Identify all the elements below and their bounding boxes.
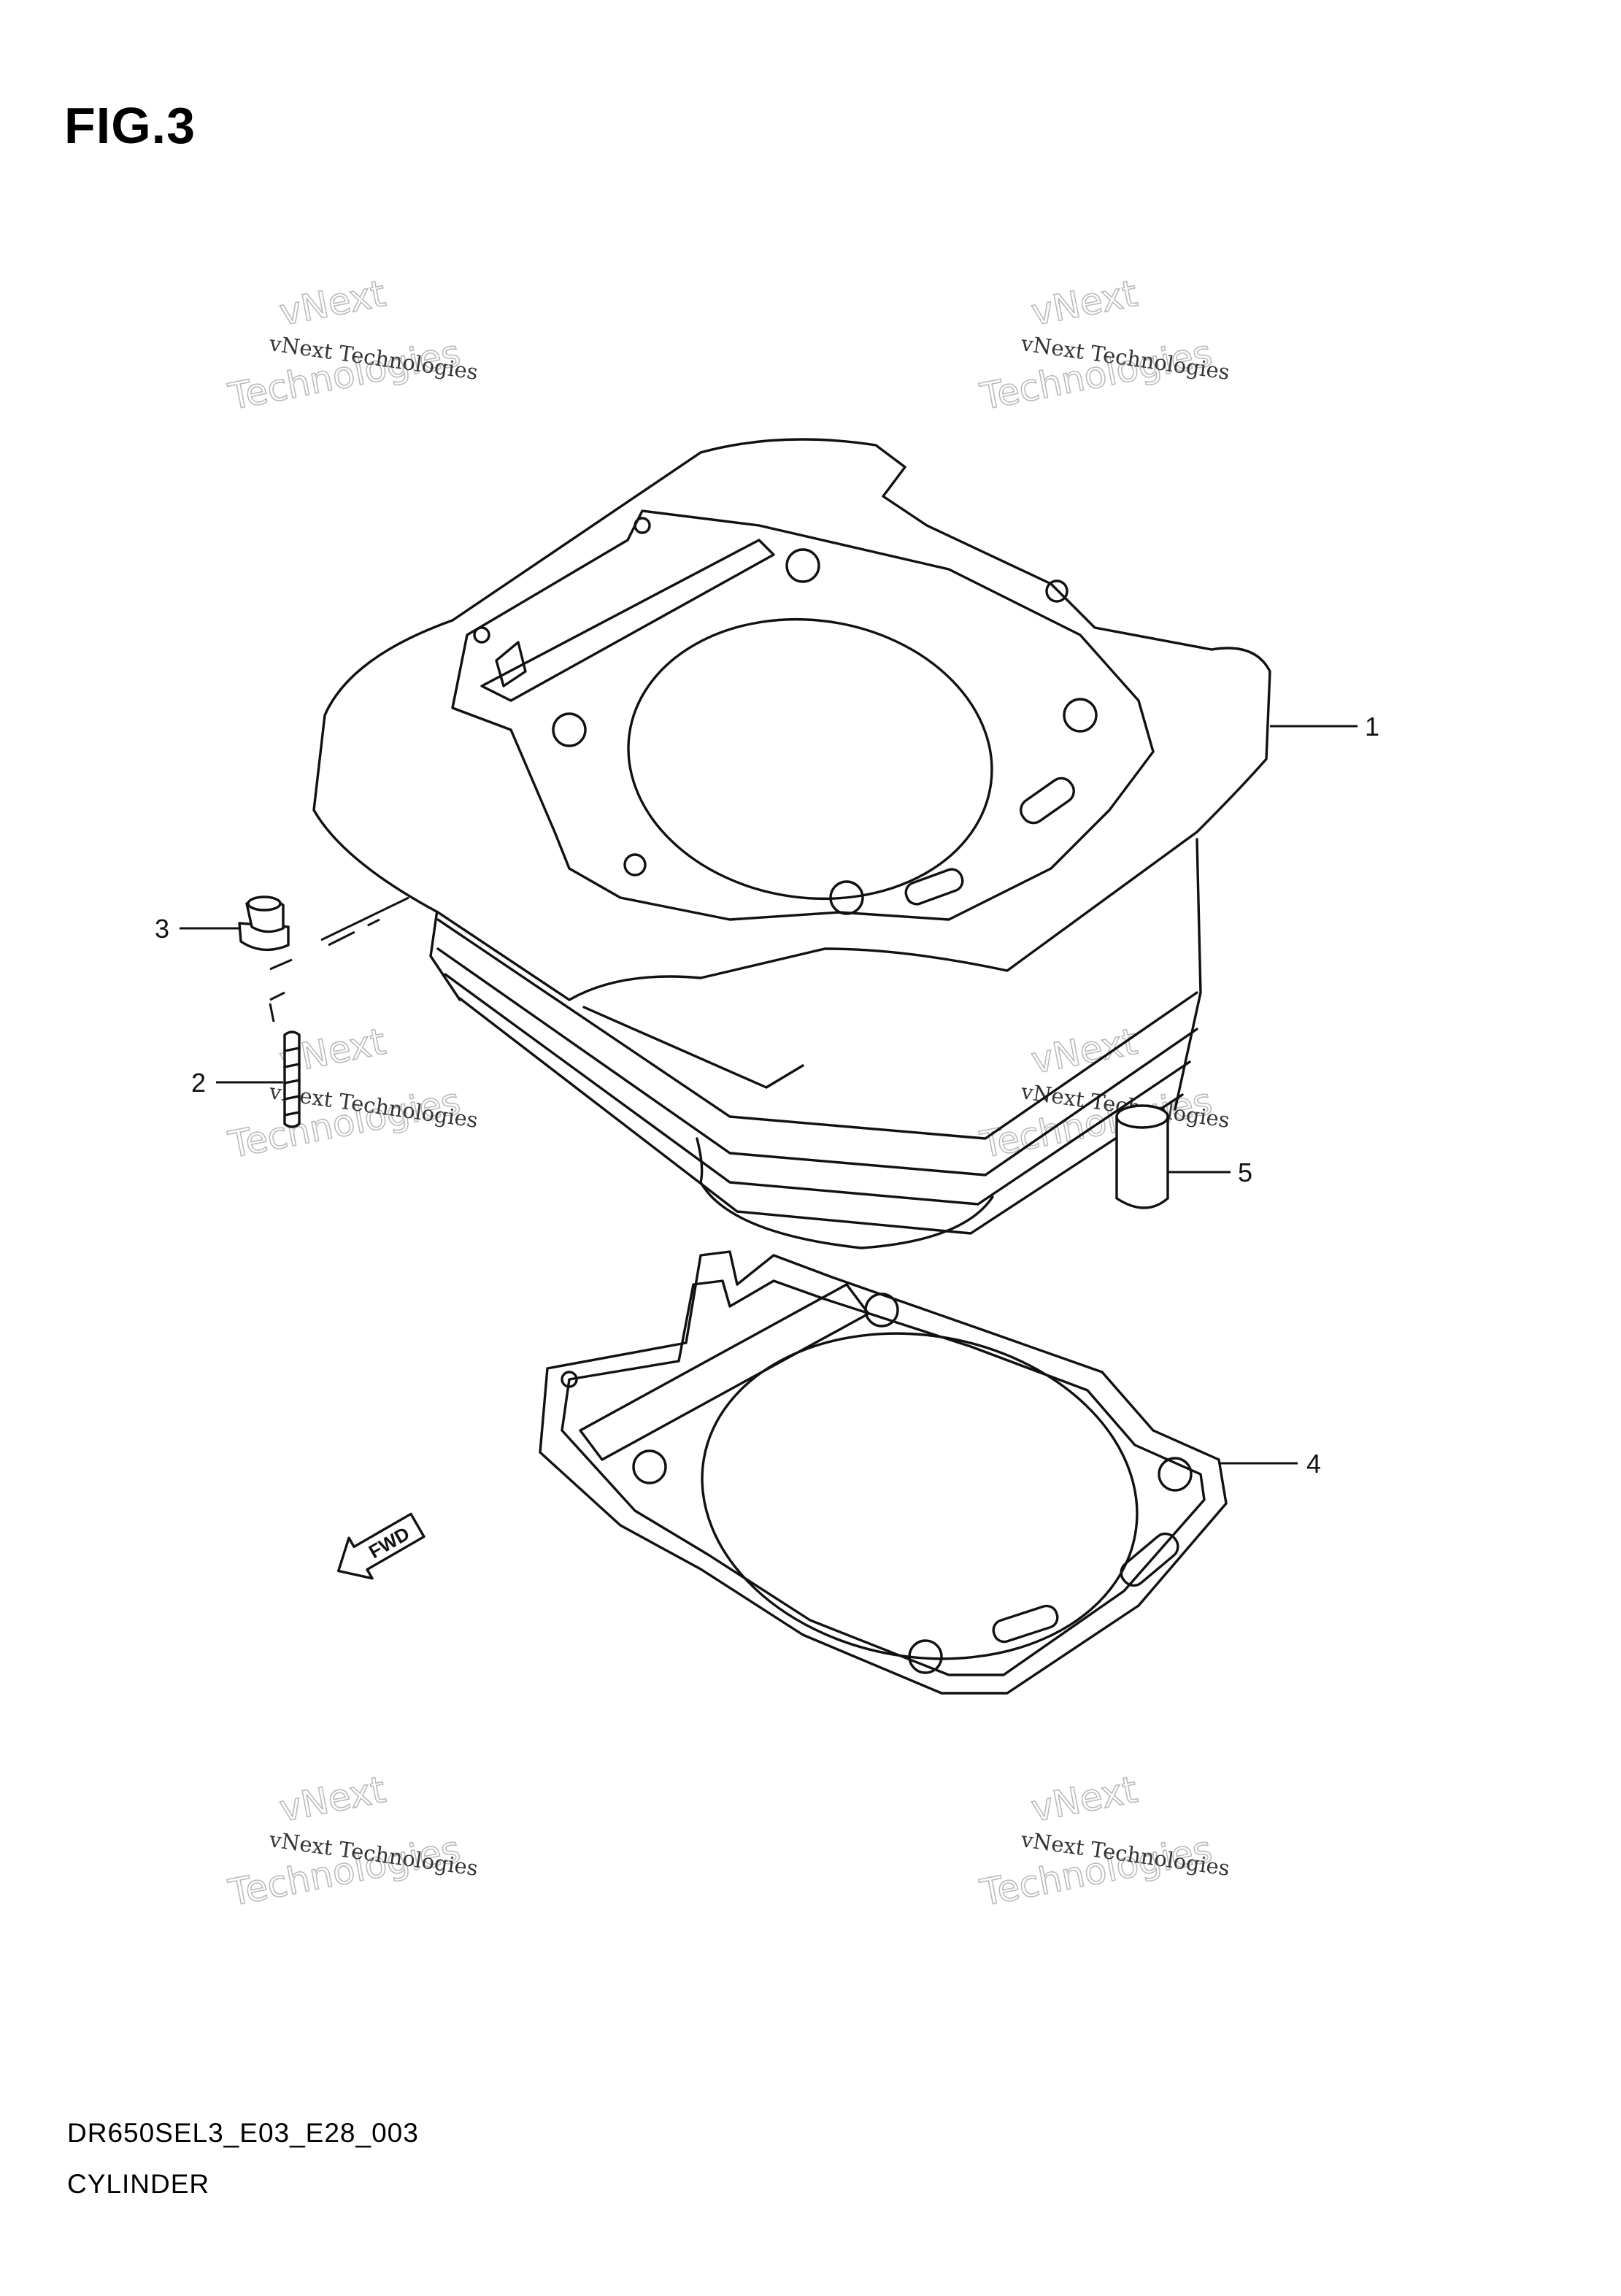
watermark-large-line1: vNext <box>1028 1768 1140 1830</box>
callout-3: 3 <box>155 914 241 944</box>
cylinder-bolt-hole <box>552 712 587 747</box>
cylinder-bore <box>627 617 993 901</box>
gasket-bolt-hole <box>632 1449 667 1484</box>
stud-body <box>283 1030 301 1128</box>
cylinder-gasket-face <box>451 509 1155 921</box>
watermark-large-line1: vNext <box>276 1768 388 1830</box>
watermark-top-left: vNext Technologies <box>224 271 464 419</box>
cylinder-base-gasket-part <box>539 1250 1228 1695</box>
stud-threads <box>283 1047 301 1117</box>
cylinder-left-edge <box>429 904 461 1001</box>
watermark-mid-right: vNext Technologies <box>976 1020 1216 1167</box>
watermark-large-line1: vNext <box>1028 1020 1140 1082</box>
gasket-oil-passage <box>1120 1532 1179 1587</box>
gasket-bolt-hole <box>864 1293 899 1328</box>
cylinder-slot-end <box>495 641 527 687</box>
assembly-dashed-line <box>269 918 380 1001</box>
drawing-caption: CYLINDER <box>67 2169 210 2199</box>
callout-number: 5 <box>1238 1157 1252 1187</box>
cylinder-barrel-side <box>696 1137 704 1184</box>
dowel-pin-top <box>1115 1104 1169 1129</box>
assembly-line <box>269 896 409 1022</box>
cylinder-oil-passage <box>1020 777 1075 825</box>
stud-part <box>283 1030 301 1128</box>
callout-2: 2 <box>191 1068 283 1098</box>
callout-5: 5 <box>1168 1157 1252 1187</box>
cylinder-bolt-hole <box>1063 698 1098 733</box>
gasket-outline <box>539 1250 1228 1695</box>
fwd-direction-arrow: FWD <box>337 1512 426 1580</box>
cylinder-bolt-hole <box>829 880 864 915</box>
watermark-large-line1: vNext <box>1028 272 1140 334</box>
cooling-fin <box>436 918 1198 1140</box>
cylinder-small-hole <box>1045 579 1069 603</box>
callout-number: 3 <box>155 914 169 944</box>
watermark-mid-left: vNext Technologies <box>224 1020 464 1167</box>
fwd-arrow-shape <box>337 1512 426 1580</box>
cylinder-bolt-hole <box>785 548 820 583</box>
cooling-fin <box>436 947 1198 1176</box>
watermark-top-right: vNext Technologies <box>976 271 1216 419</box>
cylinder-small-hole <box>634 517 651 534</box>
gasket-bolt-hole <box>908 1639 943 1674</box>
gasket-bolt-hole <box>1158 1457 1193 1492</box>
cylinder-right-edge <box>1174 838 1202 1111</box>
cooling-fin <box>444 973 1191 1206</box>
cylinder-small-hole <box>623 853 647 877</box>
figure-title: FIG.3 <box>64 97 196 154</box>
watermark-large-line1: vNext <box>276 272 388 334</box>
dowel-pin-part <box>1115 1104 1169 1209</box>
cylinder-barrel-bottom <box>699 1181 994 1249</box>
watermark-bottom-right: vNext Technologies <box>976 1768 1216 1915</box>
drawing-code: DR650SEL3_E03_E28_003 <box>67 2118 419 2148</box>
gasket-small-hole <box>561 1371 578 1388</box>
callout-number: 1 <box>1365 712 1379 741</box>
gasket-cam-chain-slot <box>579 1283 870 1461</box>
gasket-oil-passage <box>992 1604 1059 1644</box>
callout-4: 4 <box>1220 1449 1321 1479</box>
watermark-bottom-left: vNext Technologies <box>224 1768 464 1915</box>
callout-number: 4 <box>1306 1449 1321 1479</box>
cooling-fin-notch <box>582 1006 804 1089</box>
cylinder-oil-passage <box>904 868 964 906</box>
nut-part <box>238 895 409 1022</box>
cylinder-part <box>312 438 1271 1249</box>
gasket-inner-outline <box>561 1279 1206 1676</box>
cooling-fin <box>458 997 1184 1235</box>
cylinder-small-hole <box>473 626 490 644</box>
callout-number: 2 <box>191 1068 206 1098</box>
cylinder-cam-chain-slot <box>480 539 775 702</box>
nut-top <box>247 895 282 912</box>
callout-1: 1 <box>1270 712 1379 741</box>
dowel-pin-body <box>1115 1115 1169 1209</box>
gasket-bore-opening <box>701 1332 1139 1660</box>
